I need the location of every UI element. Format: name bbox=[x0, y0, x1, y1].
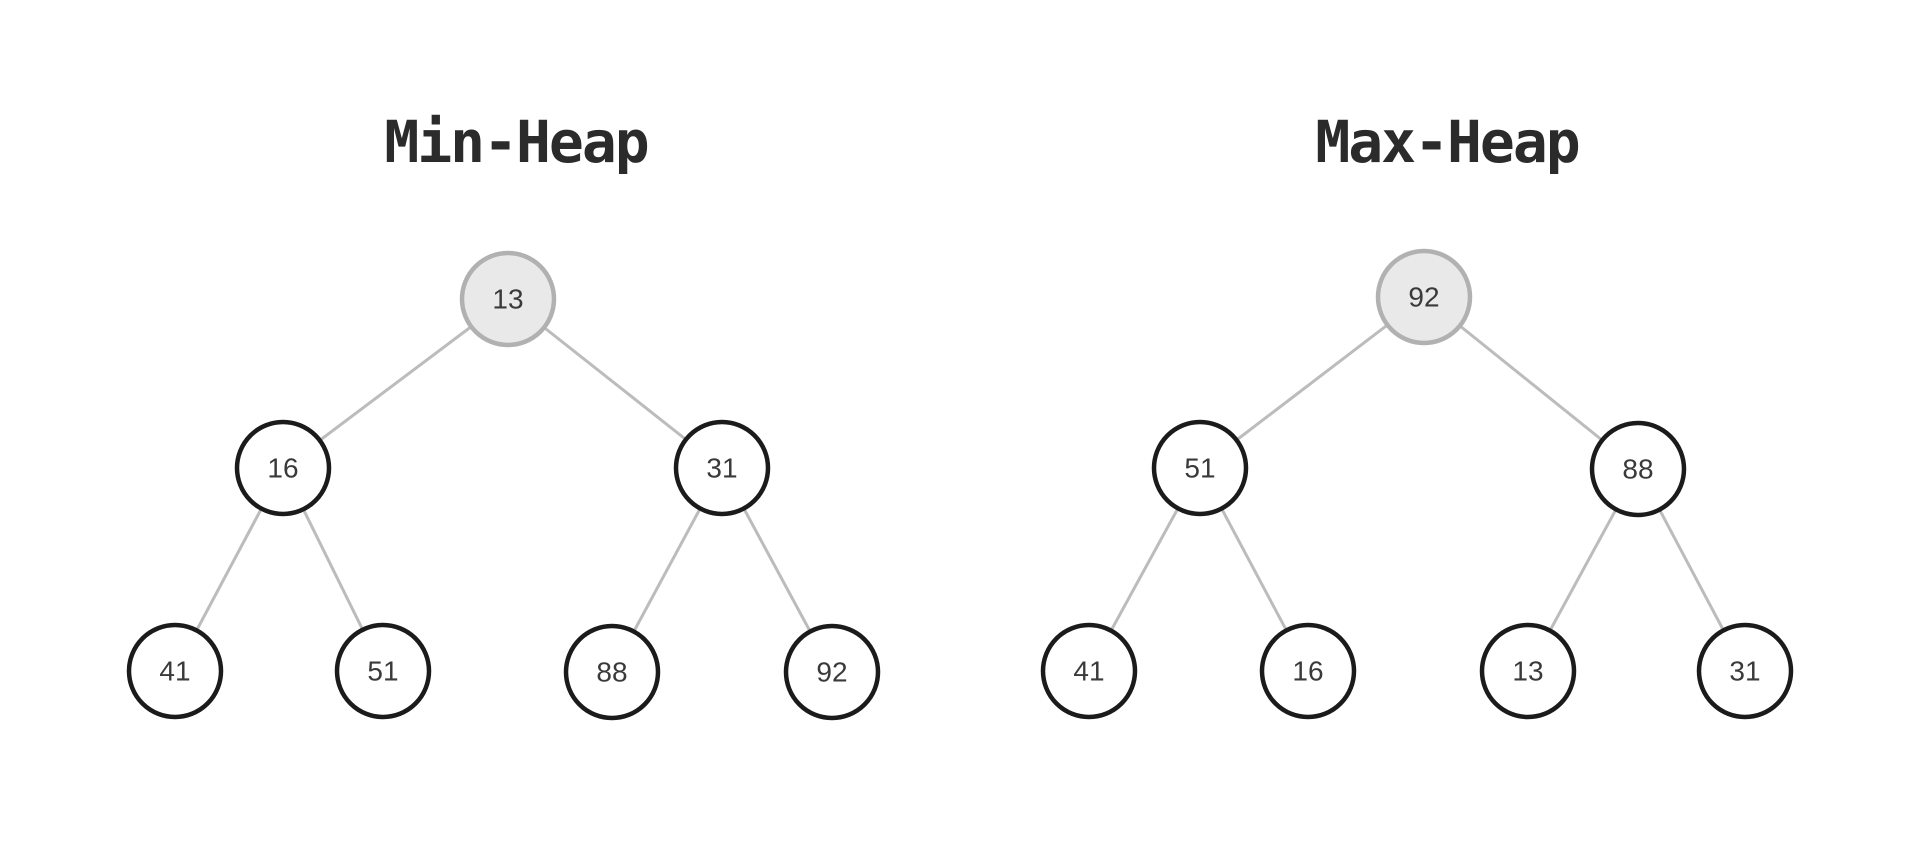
heap-node-value: 41 bbox=[159, 656, 190, 687]
heap-node bbox=[783, 623, 881, 721]
heap-node-value: 16 bbox=[1292, 656, 1323, 687]
heap-node bbox=[234, 419, 332, 517]
heap-node-value: 13 bbox=[492, 284, 523, 315]
heap-node-value: 92 bbox=[1408, 282, 1439, 313]
heap-node bbox=[1696, 622, 1794, 720]
heap-node-value: 31 bbox=[1729, 656, 1760, 687]
heap-root-node bbox=[459, 250, 557, 348]
heap-node-value: 51 bbox=[367, 656, 398, 687]
heap-node-value: 16 bbox=[267, 453, 298, 484]
heap-node-value: 88 bbox=[596, 657, 627, 688]
heap-node bbox=[1151, 419, 1249, 517]
heap-node-value: 88 bbox=[1622, 454, 1653, 485]
heap-node bbox=[563, 623, 661, 721]
max-heap-title: Max-Heap bbox=[1315, 108, 1580, 176]
min-heap-tree: 13 16 31 41 51 88 92 bbox=[126, 250, 881, 721]
heap-node bbox=[1589, 420, 1687, 518]
heap-node bbox=[1479, 622, 1577, 720]
heap-node-value: 51 bbox=[1184, 453, 1215, 484]
heap-node bbox=[1259, 622, 1357, 720]
heap-node-value: 41 bbox=[1073, 656, 1104, 687]
heap-node bbox=[126, 622, 224, 720]
heap-node bbox=[673, 419, 771, 517]
heap-node-value: 92 bbox=[816, 657, 847, 688]
max-heap-tree: 92 51 88 41 16 13 31 bbox=[1040, 248, 1794, 720]
heap-node bbox=[1040, 622, 1138, 720]
heap-node-value: 31 bbox=[706, 453, 737, 484]
heap-node bbox=[334, 622, 432, 720]
heap-root-node bbox=[1375, 248, 1473, 346]
heap-node-value: 13 bbox=[1512, 656, 1543, 687]
min-heap-title: Min-Heap bbox=[384, 108, 649, 176]
